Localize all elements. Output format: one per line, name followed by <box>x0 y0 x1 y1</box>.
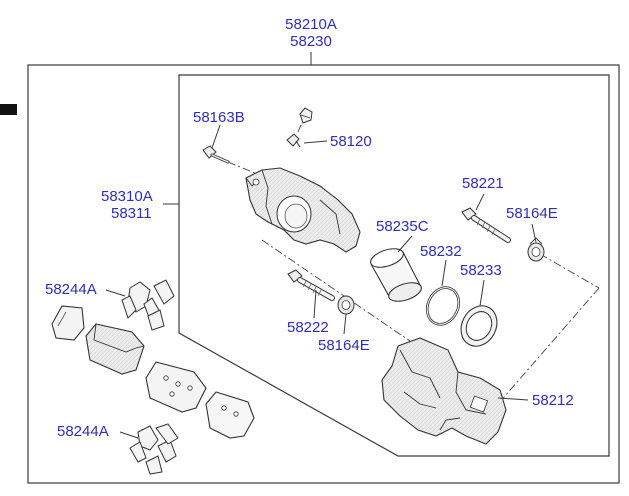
guide-rod-upper-part <box>461 207 511 243</box>
shim-lower-part <box>129 423 179 475</box>
shim-upper-part <box>121 279 175 331</box>
label-bleeder-cap: 58120 <box>330 133 372 150</box>
brake-pad-shim-plate <box>205 391 255 439</box>
label-bleeder-bolt: 58163B <box>193 109 245 126</box>
leader-lines <box>105 124 537 439</box>
label-assembly-top: 58210A <box>285 16 337 33</box>
label-carrier-top: 58310A <box>101 188 153 205</box>
inner-frame <box>178 74 610 457</box>
label-guide-rod-upper: 58221 <box>462 175 504 192</box>
bleeder-screw-part <box>286 133 301 148</box>
guide-rod-lower-part <box>287 269 335 301</box>
label-piston-seal: 58232 <box>420 243 462 260</box>
label-shim-upper: 58244A <box>45 281 97 298</box>
label-assembly-bottom: 58230 <box>290 33 332 50</box>
label-boot-upper: 58164E <box>506 205 558 222</box>
outer-frame <box>27 64 620 484</box>
label-piston: 58235C <box>376 218 429 235</box>
boot-lower-part <box>337 295 355 315</box>
caliper-body-part <box>245 167 361 253</box>
brake-pad-inner <box>85 323 145 375</box>
label-bracket: 58212 <box>532 392 574 409</box>
piston-seal-part <box>425 286 461 326</box>
piston-part <box>370 248 422 302</box>
label-carrier-bottom: 58311 <box>111 205 152 222</box>
bleeder-bolt-part <box>202 145 230 164</box>
edge-marker <box>0 104 17 115</box>
bracket-part <box>381 337 507 445</box>
boot-upper-part <box>527 237 545 262</box>
piston-boot-part <box>460 305 498 347</box>
label-boot-lower: 58164E <box>318 337 370 354</box>
brake-pad-backing-small <box>51 305 85 341</box>
label-piston-boot: 58233 <box>460 262 502 279</box>
bleeder-cap-part <box>299 107 313 124</box>
brake-pad-outer <box>145 361 207 413</box>
label-shim-lower: 58244A <box>57 423 109 440</box>
label-guide-rod-lower: 58222 <box>287 319 329 336</box>
